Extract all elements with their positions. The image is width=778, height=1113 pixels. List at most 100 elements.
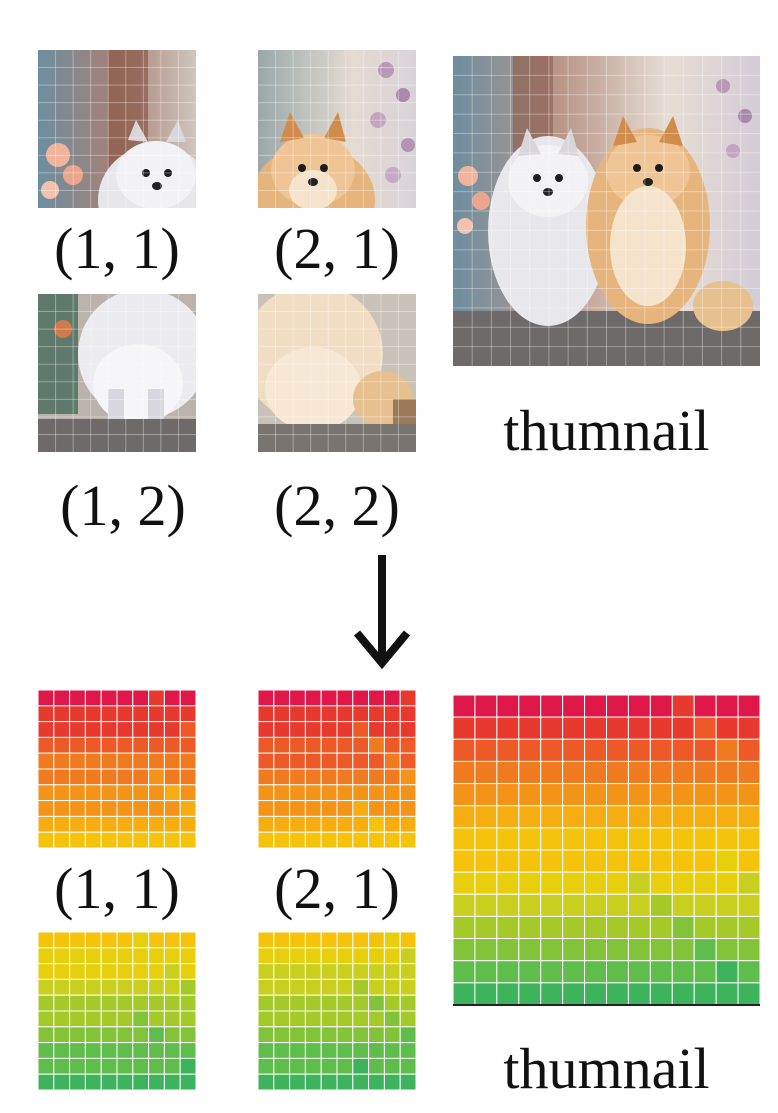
- heatmap-cell: [474, 783, 498, 807]
- heatmap-cell: [383, 1057, 401, 1075]
- heatmap-cell: [737, 938, 760, 962]
- heatmap-cell: [163, 947, 181, 965]
- heatmap-cell: [737, 982, 760, 1005]
- heatmap-cell: [163, 1073, 181, 1090]
- heatmap-cell: [453, 960, 476, 984]
- heatmap-cell: [693, 827, 717, 851]
- heatmap-cell: [496, 760, 520, 785]
- heatmap-cell: [289, 736, 306, 754]
- heatmap-cell: [606, 738, 629, 762]
- heatmap-cell: [715, 783, 739, 807]
- heatmap-cell: [399, 932, 416, 949]
- heatmap-cell: [289, 768, 306, 786]
- heatmap-cell: [69, 932, 86, 949]
- heatmap-cell: [671, 805, 695, 829]
- heatmap-cell: [737, 827, 760, 851]
- heatmap-cell: [336, 815, 354, 833]
- heatmap-cell: [84, 736, 102, 754]
- heatmap-cell: [368, 800, 385, 817]
- heatmap-cell: [584, 915, 607, 940]
- heatmap-cell: [148, 721, 165, 738]
- heatmap-cell: [606, 960, 629, 984]
- heatmap-cell: [132, 831, 150, 848]
- heatmap-cell: [84, 784, 102, 802]
- heatmap-cell: [304, 978, 322, 996]
- heatmap-cell: [399, 784, 416, 802]
- heatmap-cell: [368, 1010, 385, 1028]
- heatmap-cell: [715, 760, 739, 785]
- heatmap-cell: [320, 947, 338, 965]
- heatmap-cell: [584, 849, 607, 873]
- heatmap-cell: [336, 690, 354, 707]
- heatmap-cell: [69, 831, 86, 848]
- heatmap-cell: [399, 1073, 416, 1090]
- heatmap-cell: [100, 736, 118, 754]
- heatmap-cell: [38, 994, 55, 1012]
- heatmap-cell: [399, 815, 416, 833]
- heatmap-cell: [383, 963, 401, 980]
- image-tile-2-2: [258, 294, 416, 452]
- heatmap-cell: [368, 690, 385, 707]
- heatmap-cell: [368, 978, 385, 996]
- heatmap-cell: [352, 705, 370, 723]
- heatmap-cell: [53, 947, 71, 965]
- heatmap-cell: [258, 736, 275, 754]
- heatmap-cell: [649, 849, 673, 873]
- heatmap-cell: [383, 705, 401, 723]
- heatmap-cell: [627, 871, 651, 895]
- heatmap-cell: [649, 871, 673, 895]
- heatmap-cell: [518, 760, 542, 785]
- heatmap-cell: [540, 783, 564, 807]
- heatmap-cell: [163, 994, 181, 1012]
- heatmap-cell: [116, 800, 134, 817]
- heatmap-cell: [320, 784, 338, 802]
- heatmap-cell: [320, 1057, 338, 1075]
- heatmap-cell: [289, 1073, 306, 1090]
- heatmap-cell: [336, 932, 354, 949]
- heatmap-cell: [116, 963, 134, 980]
- heatmap-cell: [399, 736, 416, 754]
- heatmap-cell: [100, 815, 118, 833]
- heatmap-cell: [562, 982, 586, 1005]
- heatmap-cell: [336, 736, 354, 754]
- heatmap-cell: [100, 784, 118, 802]
- heatmap-cell: [606, 849, 629, 873]
- heatmap-cell: [383, 978, 401, 996]
- heatmap-cell: [352, 800, 370, 817]
- heatmap-cell: [627, 716, 651, 740]
- heatmap-cell: [163, 721, 181, 738]
- heatmap-cell: [289, 800, 306, 817]
- heatmap-cell: [352, 736, 370, 754]
- heatmap-cell: [53, 815, 71, 833]
- heatmap-cell: [289, 947, 306, 965]
- heatmap-cell: [584, 982, 607, 1005]
- heatmap-cell: [69, 705, 86, 723]
- heatmap-cell: [474, 938, 498, 962]
- heatmap-cell: [518, 716, 542, 740]
- heatmap-cell: [737, 915, 760, 940]
- heatmap-cell: [84, 1026, 102, 1044]
- heatmap-cell: [368, 705, 385, 723]
- heatmap-cell: [584, 738, 607, 762]
- heatmap-cell: [383, 690, 401, 707]
- heatmap-cell: [69, 800, 86, 817]
- heatmap-cell: [336, 1042, 354, 1059]
- heatmap-cell: [368, 815, 385, 833]
- heatmap-cell: [100, 1073, 118, 1090]
- heatmap-cell: [336, 994, 354, 1012]
- heatmap-cell: [289, 831, 306, 848]
- heatmap-cell: [562, 938, 586, 962]
- heatmap-cell: [715, 871, 739, 895]
- heatmap-cell: [496, 960, 520, 984]
- tile-label-1-2: (1, 2): [60, 473, 186, 538]
- heatmap-cell: [289, 752, 306, 770]
- heatmap-cell: [737, 716, 760, 740]
- heatmap-cell: [540, 871, 564, 895]
- heatmap-cell: [540, 893, 564, 917]
- heatmap-cell: [69, 978, 86, 996]
- heatmap-cell: [474, 827, 498, 851]
- heatmap-cell: [693, 938, 717, 962]
- heatmap-cell: [693, 716, 717, 740]
- heatmap-cell: [496, 738, 520, 762]
- heatmap-cell: [383, 994, 401, 1012]
